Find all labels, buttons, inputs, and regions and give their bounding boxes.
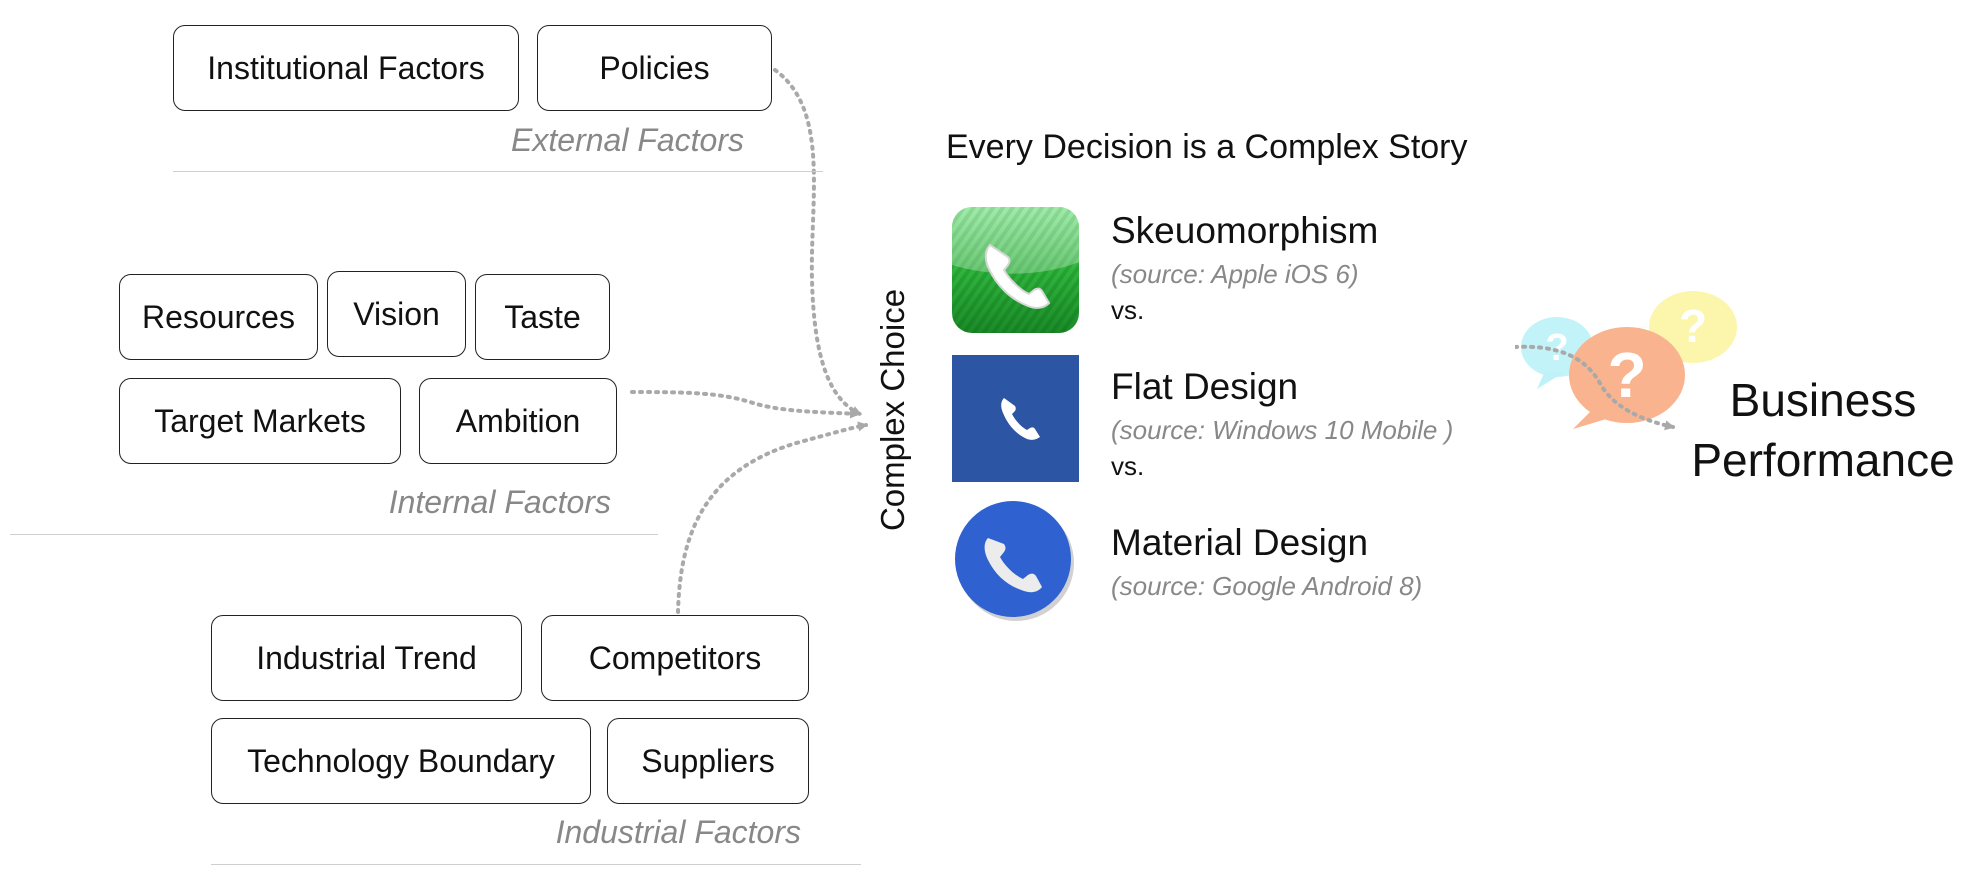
competitors-label: Competitors [588,639,762,676]
industrial-trend-box: Industrial Trend [211,615,522,701]
phone-flat-icon [952,355,1079,482]
policies-label: Policies [599,49,710,86]
performance-arrow [1515,344,1675,431]
institutional-factors-label: Institutional Factors [207,49,485,86]
ambition-label: Ambition [455,402,581,439]
result-line-1: Business [1729,374,1917,426]
option-skeuomorphism-source: (source: Apple iOS 6) [1111,259,1359,289]
suppliers-box: Suppliers [607,718,809,804]
business-performance-label: Business Performance [1686,370,1960,490]
external-factors-label: External Factors [511,122,744,158]
option-flat-design-vs: vs. [1111,451,1145,481]
target-markets-label: Target Markets [154,402,366,439]
option-material-design-title: Material Design [1111,522,1369,563]
ambition-box: Ambition [419,378,617,464]
option-material-design-source: (source: Google Android 8) [1111,571,1423,601]
option-flat-design-source: (source: Windows 10 Mobile ) [1111,415,1454,445]
target-markets-box: Target Markets [119,378,401,464]
internal-factors-label: Internal Factors [388,484,611,520]
option-flat-design-title: Flat Design [1111,366,1299,407]
question-bubbles-icon: ? ? ? [1515,291,1737,431]
decision-heading: Every Decision is a Complex Story [946,128,1468,166]
orange-question-bubble: ? [1569,327,1685,429]
industrial-divider [211,864,861,865]
technology-boundary-label: Technology Boundary [247,742,555,779]
vision-label: Vision [353,295,440,332]
policies-box: Policies [537,25,772,111]
resources-label: Resources [142,298,295,335]
suppliers-label: Suppliers [641,742,775,779]
competitors-box: Competitors [541,615,809,701]
taste-box: Taste [475,274,610,360]
option-skeuomorphism-title: Skeuomorphism [1111,210,1379,251]
industrial-factors-label: Industrial Factors [555,814,801,850]
phone-skeuomorphic-icon [952,207,1079,333]
resources-box: Resources [119,274,318,360]
technology-boundary-box: Technology Boundary [211,718,591,804]
industrial-trend-label: Industrial Trend [256,639,477,676]
vision-box: Vision [327,271,466,357]
external-divider [173,171,823,172]
result-line-2: Performance [1691,434,1955,486]
cyan-question-mark: ? [1545,327,1568,369]
phone-material-icon [955,501,1074,621]
complex-choice-label: Complex Choice [874,288,911,532]
institutional-factors-box: Institutional Factors [173,25,519,111]
option-skeuomorphism-vs: vs. [1111,295,1145,325]
industrial-arrow [676,421,868,614]
internal-divider [10,534,658,535]
yellow-question-mark: ? [1679,300,1707,352]
external-arrow [773,68,862,416]
taste-label: Taste [504,298,581,335]
internal-arrow [630,390,860,419]
